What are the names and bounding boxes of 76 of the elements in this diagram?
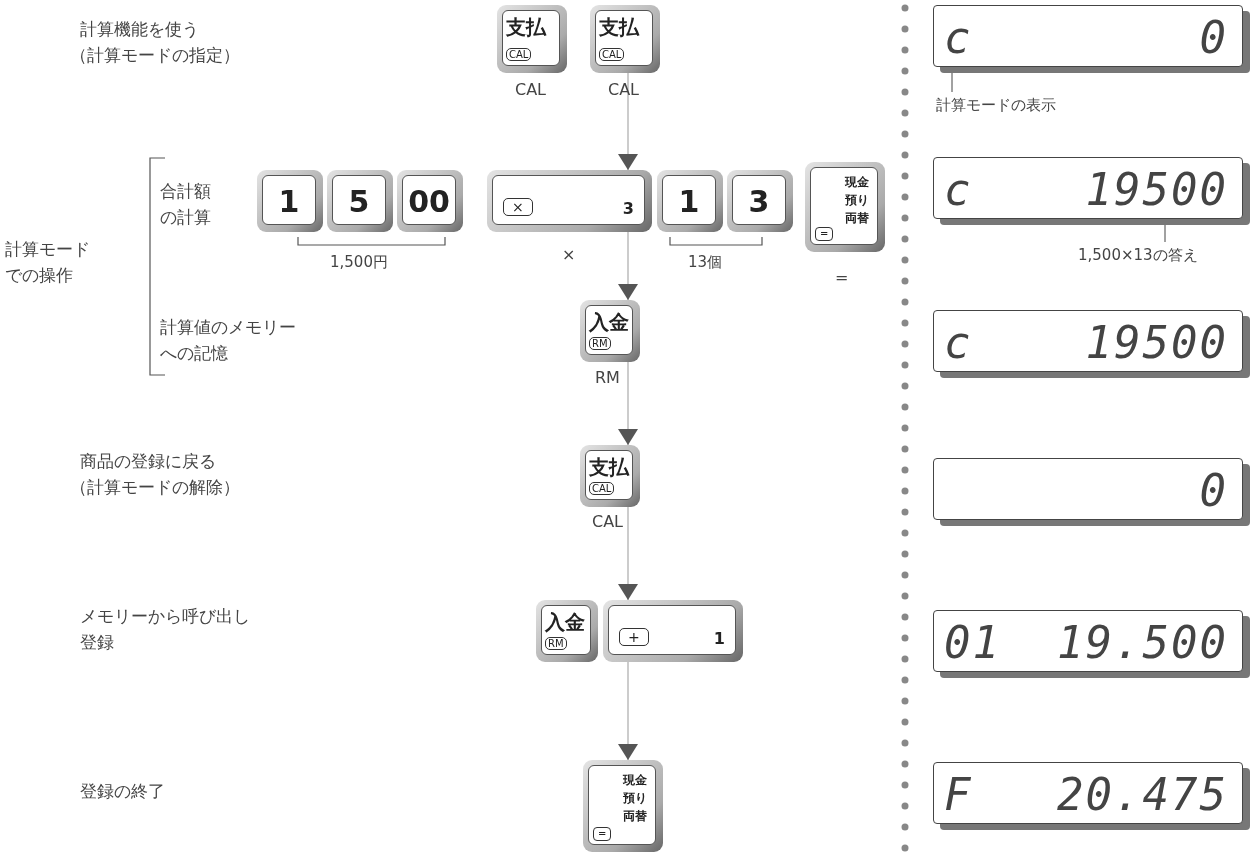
key-sublabel: CAL — [589, 482, 615, 495]
key-caption: CAL — [515, 80, 547, 99]
key-label: 1 — [277, 184, 301, 219]
step-description: 計算機能を使う — [80, 18, 199, 41]
step-description: （計算モードの指定） — [70, 44, 240, 67]
key-caption: RM — [595, 368, 620, 387]
register-key — [727, 170, 793, 232]
register-key — [497, 5, 567, 73]
key-label: 両替 — [623, 808, 647, 825]
register-key — [583, 760, 663, 852]
register-key — [487, 170, 652, 232]
callout-text: 計算モードの表示 — [936, 92, 1056, 118]
key-caption: × — [562, 245, 576, 264]
key-label: 預り — [845, 192, 869, 209]
register-key — [590, 5, 660, 73]
step-description: 登録の終了 — [80, 780, 165, 803]
key-label: 支払 — [599, 14, 639, 41]
step-description: 計算値のメモリーへの記憶 — [160, 316, 297, 365]
flow-arrow — [618, 231, 638, 301]
key-caption: = — [835, 268, 849, 287]
key-label: 入金 — [589, 309, 629, 336]
amount-label: 1,500円 — [330, 252, 388, 273]
step-description: 合計額の計算 — [160, 180, 212, 229]
key-sublabel: CAL — [599, 48, 625, 61]
display-digits: 19500 — [1085, 164, 1228, 215]
register-key — [603, 600, 743, 662]
display-mode-indicator: F — [944, 769, 973, 820]
key-label: 現金 — [623, 772, 647, 789]
flow-arrow — [618, 661, 638, 761]
key-symbol: + — [619, 628, 649, 646]
display-mode-indicator: c — [944, 317, 973, 368]
key-label: 00 — [407, 184, 451, 219]
key-caption: CAL — [608, 80, 640, 99]
key-sublabel: RM — [545, 637, 567, 650]
key-caption: CAL — [592, 512, 624, 531]
key-label: 現金 — [845, 174, 869, 191]
register-key — [580, 445, 640, 507]
key-label: 入金 — [545, 609, 585, 636]
key-sublabel: RM — [589, 337, 611, 350]
key-number: 1 — [713, 629, 725, 648]
display-digits: 20.475 — [1057, 769, 1228, 820]
display-mode-indicator: 01 — [944, 617, 1001, 668]
flow-arrow — [618, 506, 638, 601]
register-key — [327, 170, 393, 232]
key-label: 両替 — [845, 210, 869, 227]
key-label: 支払 — [506, 14, 546, 41]
callout-text: 1,500×13の答え — [1078, 242, 1198, 268]
display-mode-indicator: c — [944, 164, 973, 215]
register-key — [397, 170, 463, 232]
display-digits: 19500 — [1085, 317, 1228, 368]
register-key — [257, 170, 323, 232]
step-description: メモリーから呼び出し登録 — [80, 605, 251, 654]
key-label: 5 — [347, 184, 371, 219]
display-mode-indicator: c — [944, 12, 973, 63]
key-symbol: × — [503, 198, 533, 216]
key-label: 3 — [747, 184, 771, 219]
step-description: （計算モードの解除） — [70, 476, 240, 499]
display-digits: 0 — [1199, 12, 1228, 63]
display-digits: 0 — [1199, 465, 1228, 516]
key-number: 3 — [622, 199, 634, 218]
step-description: 商品の登録に戻る — [80, 450, 216, 473]
register-key — [657, 170, 723, 232]
section-label: 計算モードでの操作 — [5, 238, 91, 287]
key-sublabel: CAL — [506, 48, 532, 61]
display-digits: 19.500 — [1057, 617, 1228, 668]
quantity-label: 13個 — [688, 252, 723, 273]
key-label: 1 — [677, 184, 701, 219]
flow-arrow — [618, 72, 638, 171]
flow-arrow — [618, 361, 638, 446]
key-symbol: = — [815, 227, 834, 241]
register-key — [536, 600, 598, 662]
key-symbol: = — [593, 827, 612, 841]
key-label: 預り — [623, 790, 647, 807]
register-key — [805, 162, 885, 252]
register-key — [580, 300, 640, 362]
key-label: 支払 — [589, 454, 629, 481]
